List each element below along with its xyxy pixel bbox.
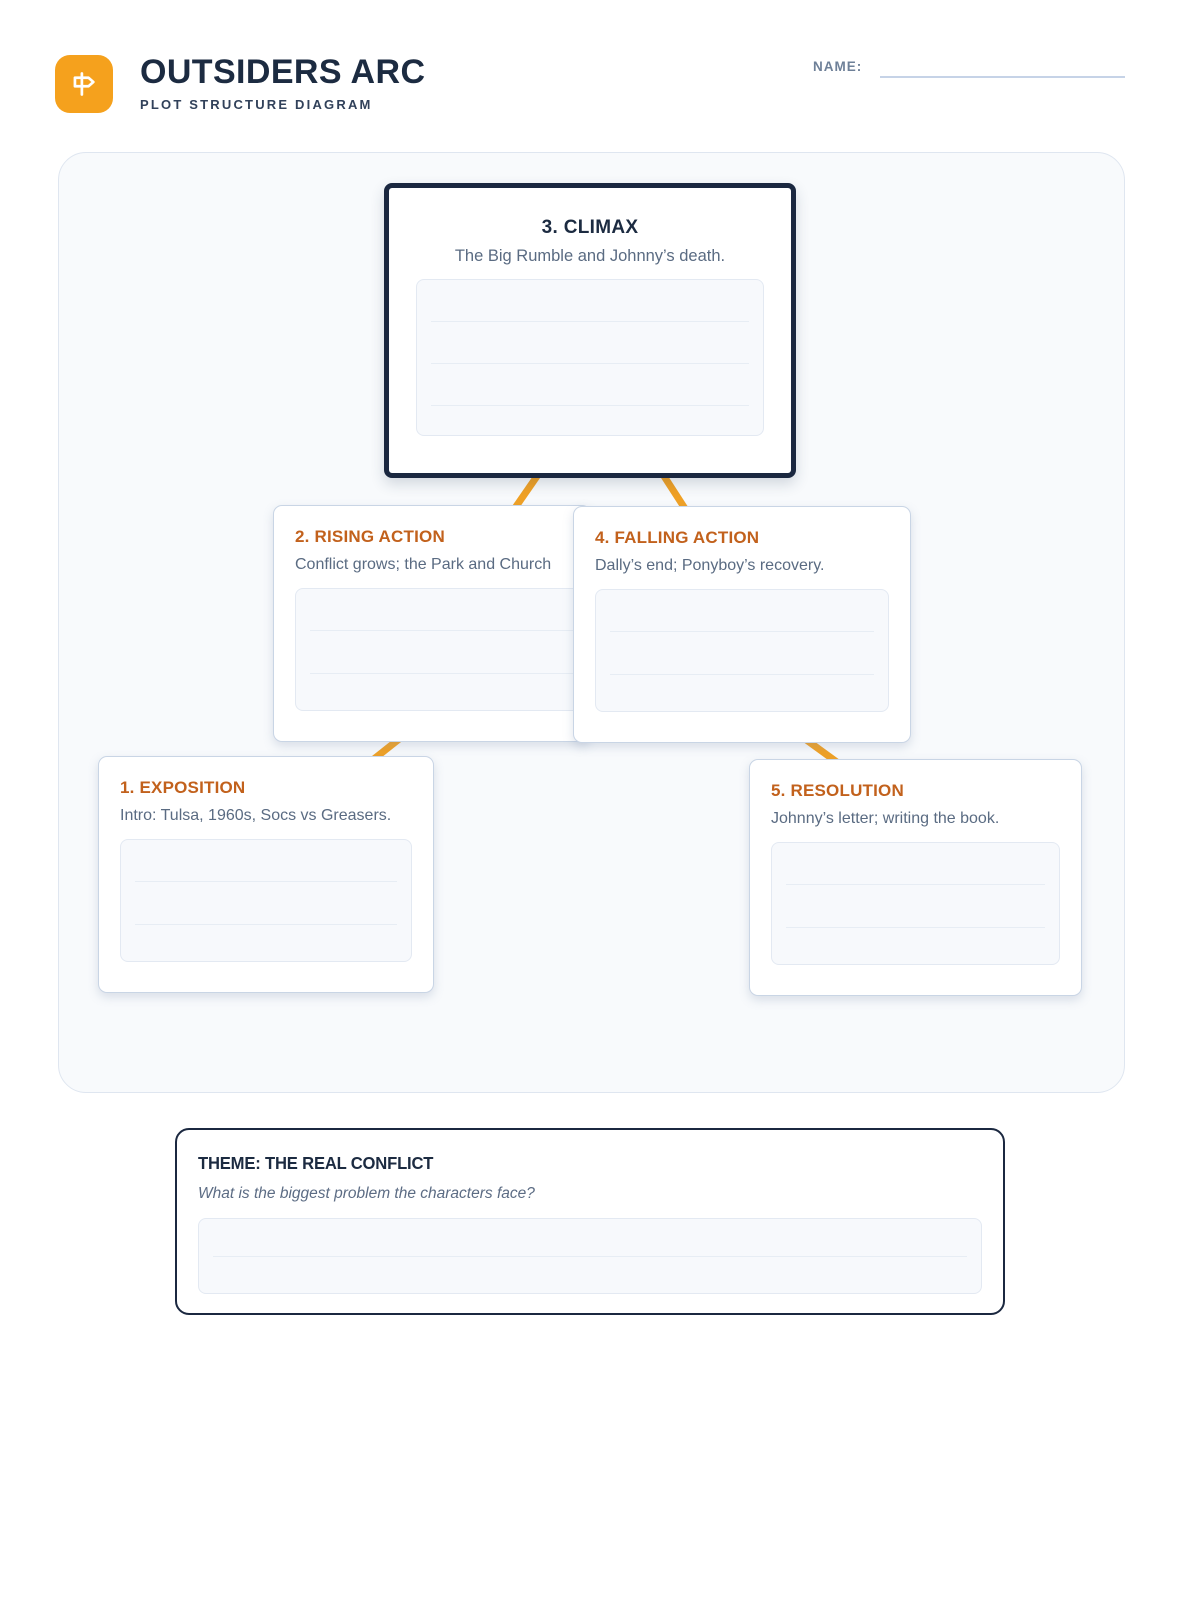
ruled-line [786,927,1045,928]
stage-climax: 3. CLIMAX The Big Rumble and Johnny’s de… [384,183,796,478]
ruled-line [431,405,749,406]
signpost-icon [67,67,101,101]
name-field: NAME: [813,58,862,76]
ruled-line [310,630,580,631]
stage-exposition-description: Intro: Tulsa, 1960s, Socs vs Greasers. [120,807,392,824]
theme-section: THEME: THE REAL CONFLICT What is the big… [175,1128,1005,1315]
ruled-line [610,674,874,675]
ruled-line [786,884,1045,885]
theme-question: What is the biggest problem the characte… [198,1185,535,1202]
stage-exposition-writing-area[interactable] [120,839,412,962]
page-title: OUTSIDERS ARC [140,53,426,91]
header-titles: OUTSIDERS ARC PLOT STRUCTURE DIAGRAM [140,52,425,112]
stage-rising-action-description: Conflict grows; the Park and Church [295,556,552,573]
theme-title: THEME: THE REAL CONFLICT [198,1153,434,1173]
name-label: NAME: [813,59,863,74]
stage-rising-action-label: 2. RISING ACTION [295,527,445,546]
stage-exposition-label: 1. EXPOSITION [120,778,246,797]
stage-rising-action-writing-area[interactable] [295,588,595,711]
ruled-line [135,924,397,925]
ruled-line [431,321,749,322]
stage-resolution-label: 5. RESOLUTION [771,781,904,800]
stage-resolution-writing-area[interactable] [771,842,1060,965]
ruled-line [135,881,397,882]
plot-diagram-panel: 3. CLIMAX The Big Rumble and Johnny’s de… [58,152,1125,1093]
logo-badge [55,55,113,113]
stage-resolution: 5. RESOLUTION Johnny’s letter; writing t… [749,759,1082,996]
stage-falling-action-label: 4. FALLING ACTION [595,528,760,547]
theme-writing-area[interactable] [198,1218,982,1294]
ruled-line [310,673,580,674]
stage-climax-description: The Big Rumble and Johnny’s death. [454,247,726,265]
stage-falling-action-writing-area[interactable] [595,589,889,712]
name-input-line[interactable] [880,76,1125,78]
stage-exposition: 1. EXPOSITION Intro: Tulsa, 1960s, Socs … [98,756,434,993]
stage-rising-action: 2. RISING ACTION Conflict grows; the Par… [273,505,595,742]
stage-climax-label: 3. CLIMAX [541,217,639,238]
stage-falling-action-description: Dally’s end; Ponyboy’s recovery. [595,557,825,574]
stage-climax-writing-area[interactable] [416,279,764,436]
stage-resolution-description: Johnny’s letter; writing the book. [771,810,1000,827]
ruled-line [431,363,749,364]
ruled-line [213,1256,967,1257]
ruled-line [610,631,874,632]
page-subtitle: PLOT STRUCTURE DIAGRAM [140,97,373,112]
stage-falling-action: 4. FALLING ACTION Dally’s end; Ponyboy’s… [573,506,911,743]
